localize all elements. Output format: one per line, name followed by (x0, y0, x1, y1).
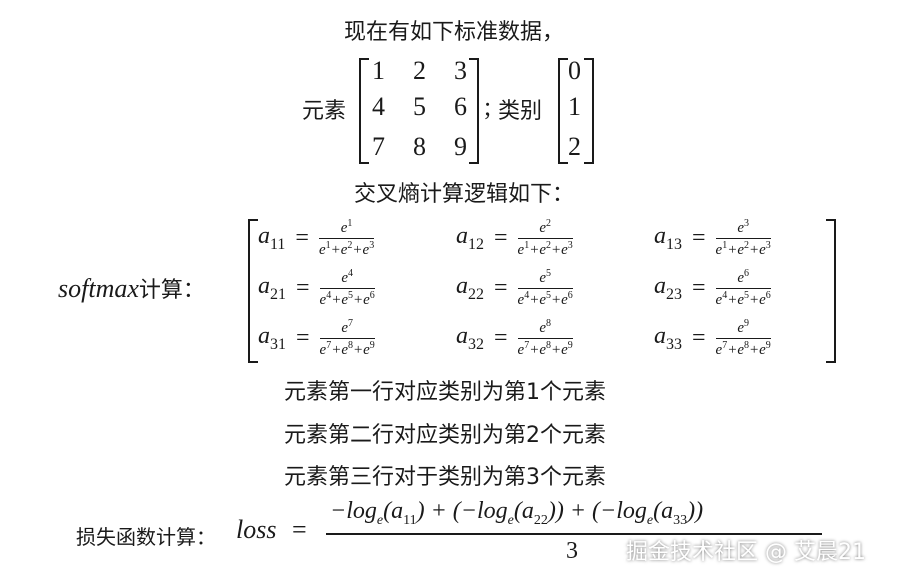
softmax-fraction: e2 e1+e2+e3 (517, 218, 573, 259)
softmax-cell: a33 = e9 e7+e8+e9 (654, 318, 771, 359)
softmax-cell-lhs: a31 (258, 323, 286, 353)
loss-denominator: 3 (566, 538, 578, 564)
class-left-bracket (558, 58, 568, 164)
softmax-numerator: e9 (737, 318, 749, 336)
matrix-left-bracket (359, 58, 369, 164)
softmax-fraction: e8 e7+e8+e9 (517, 318, 573, 359)
softmax-fraction: e7 e7+e8+e9 (319, 318, 375, 359)
softmax-fraction: e5 e4+e5+e6 (517, 268, 573, 309)
softmax-cell: a31 = e7 e7+e8+e9 (258, 318, 375, 359)
softmax-cell-equals: = (692, 275, 706, 301)
softmax-denominator: e1+e2+e3 (715, 240, 771, 258)
softmax-label-group: softmax 计算： (58, 272, 205, 304)
softmax-cell-lhs: a33 (654, 323, 682, 353)
class-right-bracket (584, 58, 594, 164)
matrix-cell: 4 (372, 92, 385, 121)
softmax-fraction: e3 e1+e2+e3 (715, 218, 771, 259)
softmax-right-bracket (826, 219, 836, 363)
softmax-denominator: e4+e5+e6 (715, 290, 771, 308)
softmax-numerator: e5 (539, 268, 551, 286)
softmax-cell-equals: = (494, 325, 508, 351)
softmax-label: softmax (58, 274, 139, 303)
matrix-cell: 6 (454, 92, 467, 121)
row-text-3: 元素第三行对于类别为第3个元素 (284, 465, 606, 490)
softmax-denominator: e7+e8+e9 (517, 340, 573, 358)
row-text-1: 元素第一行对应类别为第1个元素 (284, 380, 606, 405)
softmax-cell-lhs: a32 (456, 323, 484, 353)
separator: ; (484, 92, 492, 121)
class-cell: 2 (568, 132, 581, 161)
softmax-cell: a12 = e2 e1+e2+e3 (456, 218, 573, 259)
softmax-cell: a22 = e5 e4+e5+e6 (456, 268, 573, 309)
matrix-cell: 9 (454, 132, 467, 161)
softmax-fraction: e6 e4+e5+e6 (715, 268, 771, 309)
row-text-2: 元素第二行对应类别为第2个元素 (284, 423, 606, 448)
matrix-cell: 5 (413, 92, 426, 121)
class-cell: 0 (568, 56, 581, 85)
softmax-cell-lhs: a11 (258, 223, 286, 253)
softmax-cell-equals: = (494, 225, 508, 251)
loss-numerator: −loge(a11) + (−loge(a22)) + (−loge(a33)) (330, 498, 703, 529)
watermark: 掘金技术社区 @ 艾晨21 (626, 540, 866, 565)
loss-numerator-text: −loge(a11) + (−loge(a22)) + (−loge(a33)) (330, 498, 704, 528)
softmax-cell-lhs: a21 (258, 273, 286, 303)
softmax-numerator: e3 (737, 218, 749, 236)
matrix-cell: 8 (413, 132, 426, 161)
softmax-cell: a21 = e4 e4+e5+e6 (258, 268, 375, 309)
softmax-fraction: e9 e7+e8+e9 (715, 318, 771, 359)
softmax-denominator: e7+e8+e9 (319, 340, 375, 358)
softmax-cell-equals: = (692, 225, 706, 251)
softmax-fraction: e1 e1+e2+e3 (318, 218, 375, 259)
loss-equals: = (292, 515, 307, 544)
softmax-suffix: 计算： (138, 278, 205, 303)
matrix-right-bracket (469, 58, 479, 164)
softmax-denominator: e4+e5+e6 (517, 290, 573, 308)
loss-var: loss (236, 515, 277, 544)
softmax-denominator: e7+e8+e9 (715, 340, 771, 358)
softmax-cell-lhs: a12 (456, 223, 484, 253)
softmax-numerator: e2 (539, 218, 551, 236)
softmax-cell-equals: = (296, 275, 310, 301)
ce-title: 交叉熵计算逻辑如下： (353, 182, 574, 207)
softmax-cell-equals: = (692, 325, 706, 351)
softmax-cell: a23 = e6 e4+e5+e6 (654, 268, 771, 309)
softmax-cell-equals: = (494, 275, 508, 301)
softmax-denominator: e1+e2+e3 (517, 240, 573, 258)
softmax-cell: a13 = e3 e1+e2+e3 (654, 218, 771, 259)
softmax-cell-equals: = (295, 225, 309, 251)
softmax-numerator: e1 (340, 218, 353, 236)
softmax-cell-lhs: a22 (456, 273, 484, 303)
matrix-cell: 2 (413, 56, 426, 85)
matrix-cell: 7 (372, 132, 385, 161)
softmax-numerator: e8 (539, 318, 551, 336)
softmax-cell-equals: = (296, 325, 310, 351)
softmax-numerator: e6 (737, 268, 749, 286)
softmax-cell: a11 = e1 e1+e2+e3 (258, 218, 375, 259)
softmax-numerator: e4 (341, 268, 353, 286)
softmax-cell: a32 = e8 e7+e8+e9 (456, 318, 573, 359)
matrix-cell: 3 (454, 56, 467, 85)
matrix-label: 元素 (302, 99, 347, 124)
softmax-fraction: e4 e4+e5+e6 (319, 268, 375, 309)
class-cell: 1 (568, 92, 581, 121)
softmax-denominator: e4+e5+e6 (319, 290, 375, 308)
intro-text: 现在有如下标准数据， (343, 20, 564, 45)
matrix-cell: 1 (372, 56, 385, 85)
loss-fraction-bar (326, 533, 822, 535)
softmax-denominator: e1+e2+e3 (318, 240, 375, 258)
softmax-left-bracket (248, 219, 258, 363)
softmax-numerator: e7 (341, 318, 353, 336)
softmax-cell-lhs: a13 (654, 223, 682, 253)
softmax-cell-lhs: a23 (654, 273, 682, 303)
class-label: 类别 (498, 99, 543, 124)
loss-label: 损失函数计算： (76, 525, 216, 549)
